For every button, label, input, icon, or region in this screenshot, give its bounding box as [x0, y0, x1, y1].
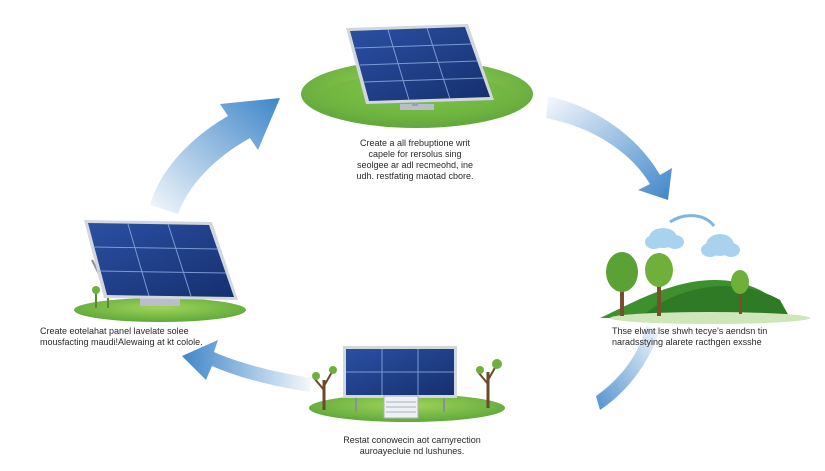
- solar-panel-left: [74, 220, 246, 322]
- tree-icon: [606, 252, 638, 316]
- tree-icon: [476, 359, 502, 408]
- solar-panel-icon: [343, 346, 457, 398]
- caption-top-line: capele for rersolus sing: [368, 149, 462, 159]
- cloud-icon: [701, 234, 740, 257]
- arrow-top-right: [546, 96, 672, 200]
- solar-panel-icon: [84, 220, 238, 300]
- cycle-arrow-icon: [669, 214, 716, 228]
- arrow-bottom-left: [182, 340, 312, 392]
- caption-left-line: mousfacting maudi!Alewaing at kt colole.: [40, 337, 203, 347]
- solar-panel-bottom: [309, 346, 505, 422]
- caption-right-line: Thse elwnt lse shwh tecye's aendsn tin: [612, 326, 768, 336]
- solar-panel-icon: [346, 24, 494, 104]
- caption-top-line: seolgee ar adl recmeohd, ine: [356, 160, 474, 170]
- caption-top-line: Create a all frebuptione writ: [359, 138, 471, 148]
- tree-icon: [645, 253, 673, 316]
- caption-top: Create a all frebuptione writ capele for…: [340, 138, 490, 182]
- caption-top-line: udh. restfating maotad cbore.: [356, 171, 474, 181]
- caption-right: Thse elwnt lse shwh tecye's aendsn tin n…: [612, 326, 812, 348]
- tree-icon: [731, 270, 749, 314]
- caption-left: Create eotelahat panel lavelate solee mo…: [40, 326, 240, 348]
- tree-icon: [312, 366, 337, 410]
- caption-left-line: Create eotelahat panel lavelate solee: [40, 326, 189, 336]
- caption-bottom: Restat conowecin aot carnyrection auroay…: [322, 435, 502, 457]
- solar-panel-top: [301, 24, 533, 128]
- nature-scene-right: [600, 214, 810, 324]
- caption-right-line: naradsstying alarete racthgen exsshe: [612, 337, 762, 347]
- caption-bottom-line: Restat conowecin aot carnyrection: [343, 435, 481, 445]
- cloud-icon: [645, 228, 684, 249]
- arrow-bottom-right: [596, 326, 660, 410]
- arrow-top-left: [150, 98, 280, 214]
- caption-bottom-line: auroayecluie nd lushunes.: [359, 446, 465, 456]
